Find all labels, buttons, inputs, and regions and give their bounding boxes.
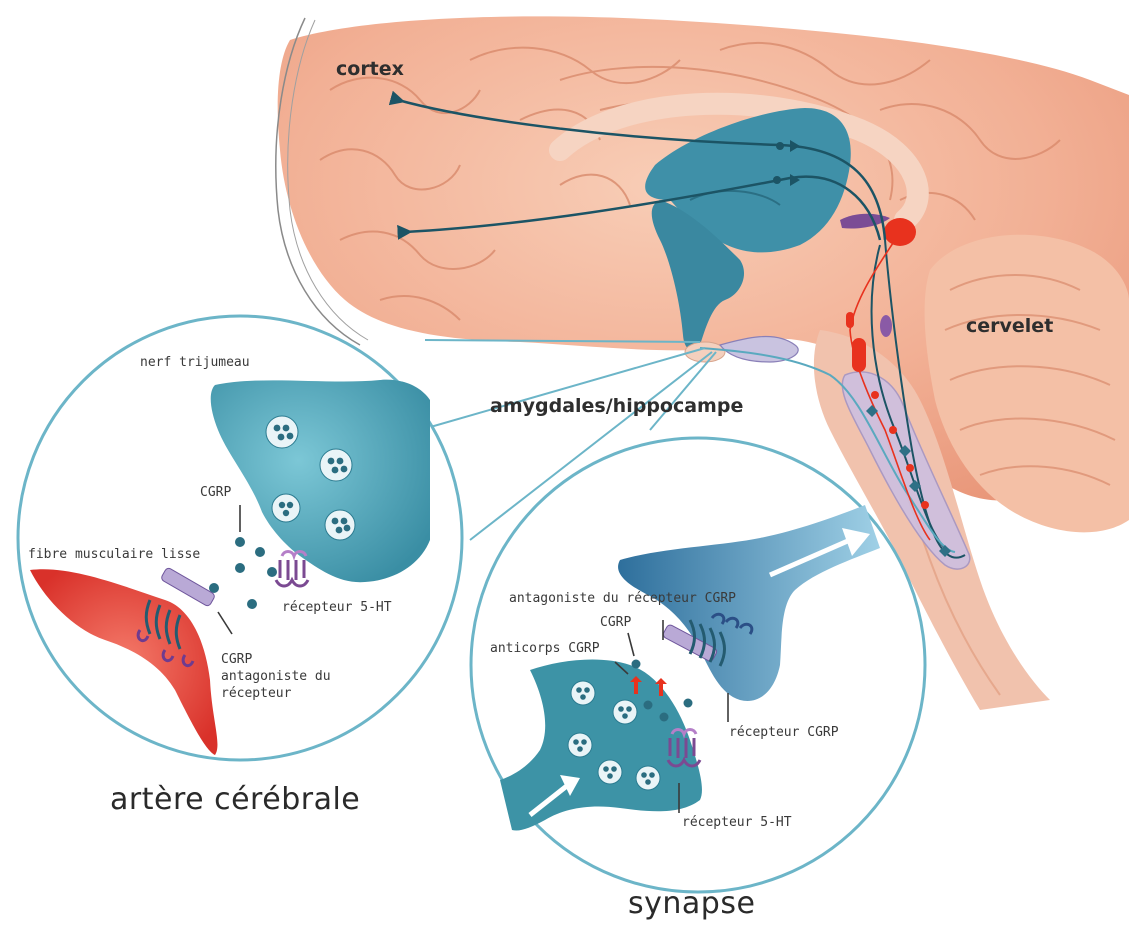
label-recepteur-5ht-left: récepteur 5-HT — [282, 599, 392, 616]
label-nerf-trijumeau: nerf trijumeau — [140, 354, 250, 371]
label-anticorps-cgrp: anticorps CGRP — [490, 640, 600, 657]
label-fibre-musculaire: fibre musculaire lisse — [28, 546, 200, 563]
label-recepteur-5ht-right: récepteur 5-HT — [682, 814, 792, 831]
label-cgrp-right: CGRP — [600, 614, 631, 631]
purple-nucleus — [880, 315, 892, 337]
label-cortex: cortex — [336, 58, 404, 80]
label-recepteur-cgrp: récepteur CGRP — [729, 724, 839, 741]
red-nucleus — [884, 218, 916, 246]
label-antagoniste-recepteur-cgrp: antagoniste du récepteur CGRP — [509, 590, 736, 607]
label-cgrp-left: CGRP — [200, 484, 231, 501]
label-cervelet: cervelet — [966, 315, 1053, 337]
label-cgrp-antagoniste-line-1: CGRP — [221, 651, 331, 668]
label-cgrp-antagoniste-line-3: récepteur — [221, 685, 331, 702]
label-artere-cerebrale: artère cérébrale — [110, 782, 360, 817]
label-amygdales-hippocampe: amygdales/hippocampe — [490, 395, 743, 417]
label-cgrp-antagoniste-line-2: antagoniste du — [221, 668, 331, 685]
label-cgrp-antagoniste: CGRP antagoniste du récepteur — [221, 651, 331, 702]
label-synapse: synapse — [628, 886, 755, 921]
